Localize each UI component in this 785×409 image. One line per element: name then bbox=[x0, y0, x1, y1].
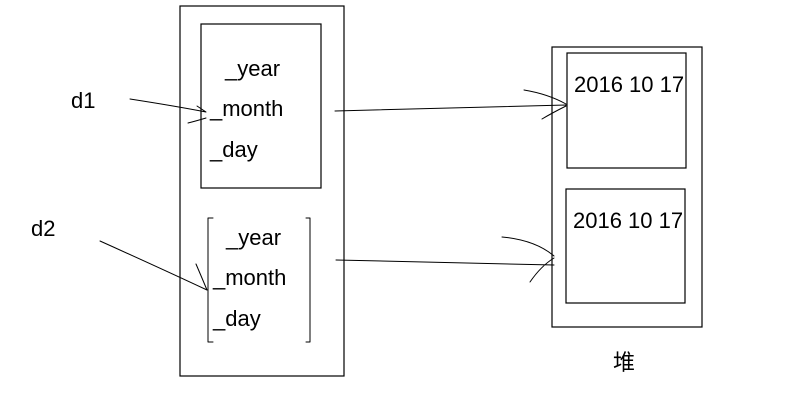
heap-block-2-value: 2016 10 17 bbox=[573, 208, 683, 233]
object-d1-field-month: _month bbox=[209, 96, 283, 121]
object-d2-field-month: _month bbox=[212, 265, 286, 290]
heap-block-2 bbox=[565, 188, 686, 304]
heap-block-1-value: 2016 10 17 bbox=[574, 72, 684, 97]
stack-frame bbox=[179, 5, 345, 377]
object-d2-left-bracket bbox=[207, 217, 214, 343]
variable-label-d2: d2 bbox=[31, 216, 55, 241]
object-d2-right-bracket bbox=[305, 217, 311, 343]
object-d1-box bbox=[200, 23, 322, 189]
arrow-d1-to-object bbox=[129, 98, 207, 124]
variable-label-d1: d1 bbox=[71, 88, 95, 113]
arrow-d2-to-object bbox=[99, 240, 208, 291]
heap-region bbox=[551, 46, 703, 328]
heap-block-1 bbox=[566, 52, 687, 169]
object-d1-field-day: _day bbox=[209, 137, 258, 162]
arrow-object-d2-to-heap bbox=[335, 236, 555, 283]
object-d1-field-year: _year bbox=[224, 56, 280, 81]
object-d2-field-day: _day bbox=[212, 306, 261, 331]
heap-label: 堆 bbox=[613, 350, 635, 375]
arrow-object-d1-to-heap bbox=[334, 89, 567, 120]
object-d2-field-year: _year bbox=[225, 225, 281, 250]
